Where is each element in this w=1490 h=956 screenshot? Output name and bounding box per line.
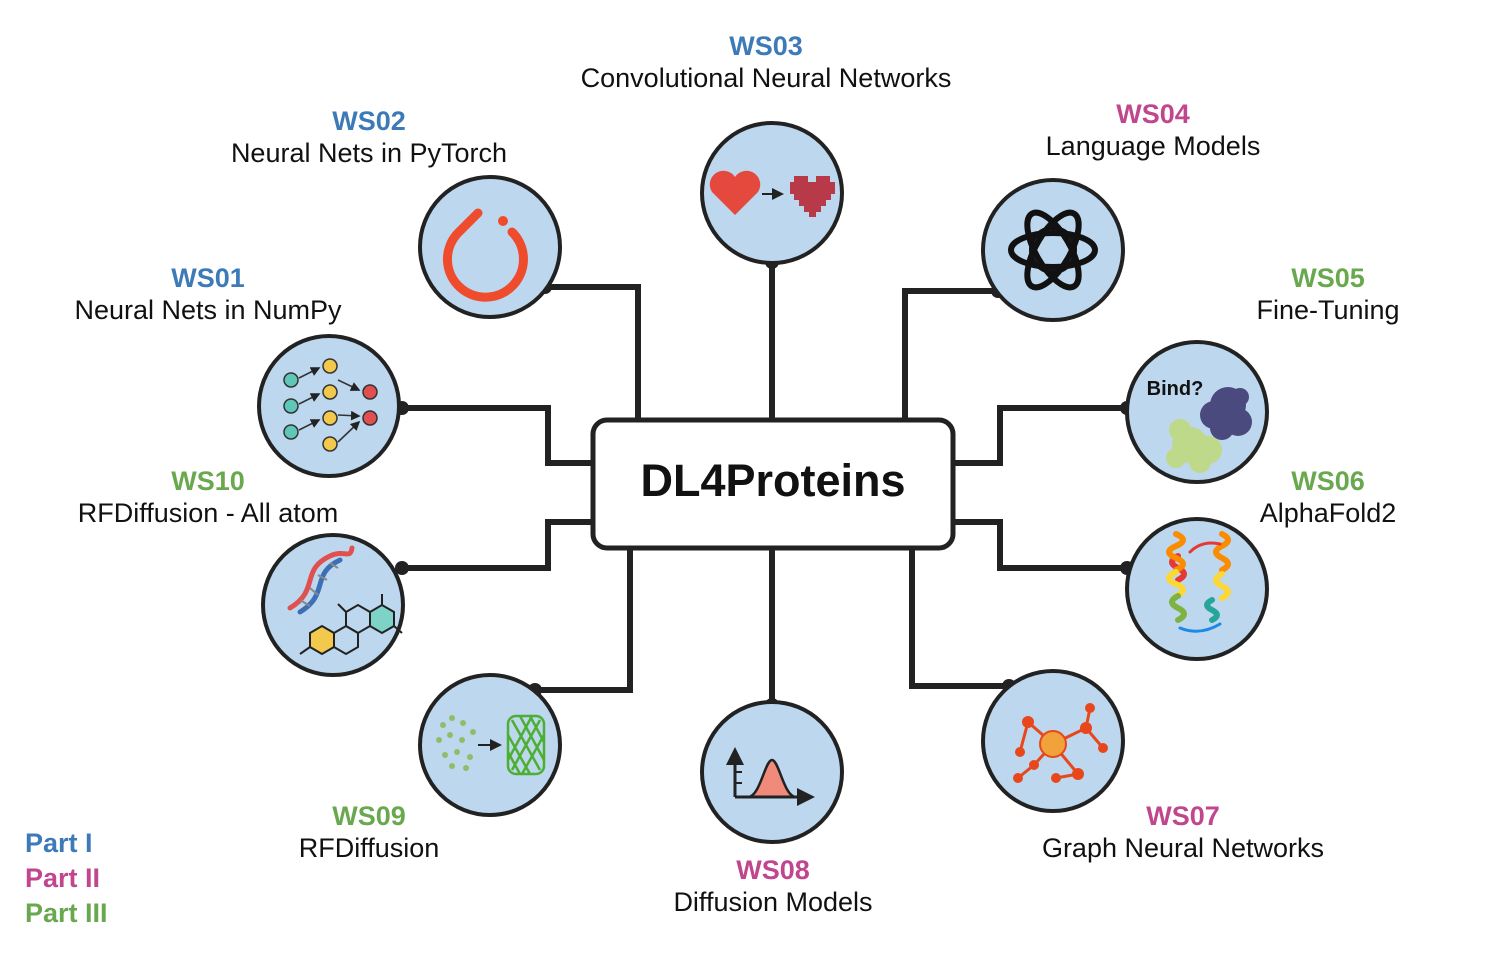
code-ws06: WS06 xyxy=(1291,466,1365,496)
title-ws08: Diffusion Models xyxy=(673,887,873,918)
diffusion-to-protein-icon xyxy=(436,714,546,776)
title-ws04: Language Models xyxy=(1045,131,1261,162)
title-ws09: RFDiffusion xyxy=(298,833,440,864)
connector-ws10 xyxy=(402,519,595,571)
protein-binding-icon: Bind? xyxy=(1147,378,1252,473)
connector-dot-ws10 xyxy=(395,561,409,575)
code-ws09: WS09 xyxy=(332,801,406,831)
label-ws08: WS08 Diffusion Models xyxy=(633,854,913,919)
label-ws04: WS04 Language Models xyxy=(1013,98,1293,163)
protein-structure-icon xyxy=(1166,531,1231,633)
connector-ws05 xyxy=(950,405,1127,466)
code-ws10: WS10 xyxy=(171,466,245,496)
title-ws01: Neural Nets in NumPy xyxy=(74,295,342,326)
connector-ws04 xyxy=(902,288,998,420)
title-ws05: Fine-Tuning xyxy=(1256,295,1400,326)
neural-network-icon xyxy=(283,358,378,452)
label-ws06: WS06 AlphaFold2 xyxy=(1228,465,1428,530)
label-ws10: WS10 RFDiffusion - All atom xyxy=(48,465,368,530)
connector-ws09 xyxy=(535,548,633,693)
heart-to-pixel-heart-icon xyxy=(709,170,835,217)
label-ws02: WS02 Neural Nets in PyTorch xyxy=(209,105,529,170)
connector-ws02 xyxy=(545,284,641,420)
title-ws07: Graph Neural Networks xyxy=(1041,833,1325,864)
connector-lines xyxy=(402,262,1127,705)
node-ws06 xyxy=(1125,517,1269,661)
openai-logo-icon xyxy=(1008,209,1098,291)
connector-ws07 xyxy=(909,548,1009,689)
connector-ws01 xyxy=(402,405,595,466)
title-ws10: RFDiffusion - All atom xyxy=(77,498,339,529)
distribution-curve-icon xyxy=(726,747,815,806)
legend-part-2: Part II xyxy=(25,863,101,893)
code-ws01: WS01 xyxy=(171,263,245,293)
label-ws01: WS01 Neural Nets in NumPy xyxy=(58,262,358,327)
code-ws07: WS07 xyxy=(1146,801,1220,831)
title-ws03: Convolutional Neural Networks xyxy=(580,63,952,94)
node-ws05 xyxy=(1125,340,1269,484)
legend: Part I Part II Part III xyxy=(25,826,108,931)
legend-part-3: Part III xyxy=(25,898,108,928)
legend-part-1: Part I xyxy=(25,828,93,858)
graph-network-icon xyxy=(1013,703,1108,783)
label-ws03: WS03 Convolutional Neural Networks xyxy=(546,30,986,95)
center-node: DL4Proteins xyxy=(590,417,956,551)
node-ws01 xyxy=(257,334,401,478)
center-title: DL4Proteins xyxy=(640,455,905,506)
node-ws10 xyxy=(261,533,405,677)
node-ws04 xyxy=(981,178,1125,322)
pytorch-logo-icon xyxy=(443,208,528,302)
code-ws04: WS04 xyxy=(1116,99,1190,129)
title-ws02: Neural Nets in PyTorch xyxy=(230,138,508,169)
code-ws08: WS08 xyxy=(736,855,810,885)
code-ws02: WS02 xyxy=(332,106,406,136)
label-ws05: WS05 Fine-Tuning xyxy=(1228,262,1428,327)
code-ws05: WS05 xyxy=(1291,263,1365,293)
code-ws03: WS03 xyxy=(729,31,803,61)
svg-text:Bind?: Bind? xyxy=(1147,378,1204,400)
dna-molecule-icon xyxy=(287,545,403,656)
label-ws07: WS07 Graph Neural Networks xyxy=(1013,800,1353,865)
label-ws09: WS09 RFDiffusion xyxy=(269,800,469,865)
title-ws06: AlphaFold2 xyxy=(1259,498,1397,529)
connector-ws06 xyxy=(950,519,1127,571)
